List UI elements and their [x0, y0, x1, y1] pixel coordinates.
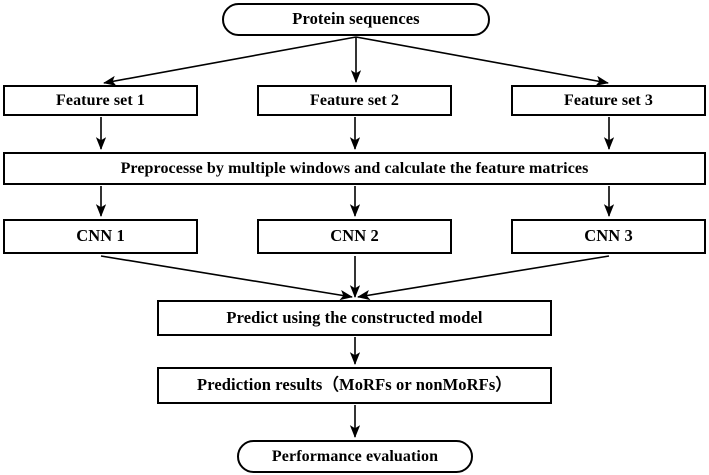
node-protein-sequences[interactable]: Protein sequences	[222, 3, 490, 36]
node-prediction-results-label: Prediction results（MoRFs or nonMoRFs）	[197, 375, 512, 395]
node-cnn-3[interactable]: CNN 3	[511, 219, 706, 254]
edge-cnn1-to-predict	[100, 255, 353, 301]
node-predict-label: Predict using the constructed model	[226, 307, 483, 327]
node-feature-set-1-label: Feature set 1	[56, 91, 145, 109]
node-feature-set-2-label: Feature set 2	[310, 91, 399, 109]
node-feature-set-3-label: Feature set 3	[564, 91, 653, 109]
node-cnn-1[interactable]: CNN 1	[3, 219, 198, 254]
node-predict[interactable]: Predict using the constructed model	[157, 300, 552, 336]
node-performance-evaluation[interactable]: Performance evaluation	[237, 440, 473, 473]
node-feature-set-1[interactable]: Feature set 1	[3, 85, 198, 116]
node-preprocess-label: Preprocesse by multiple windows and calc…	[120, 159, 589, 177]
node-cnn-2[interactable]: CNN 2	[257, 219, 452, 254]
node-prediction-results[interactable]: Prediction results（MoRFs or nonMoRFs）	[157, 367, 552, 404]
edge-protein-to-featureset3	[355, 36, 609, 86]
edge-cnn3-to-predict	[357, 255, 610, 301]
edge-protein-to-featureset1	[103, 36, 357, 86]
node-feature-set-3[interactable]: Feature set 3	[511, 85, 706, 116]
node-protein-sequences-label: Protein sequences	[292, 9, 420, 29]
node-performance-evaluation-label: Performance evaluation	[271, 447, 439, 465]
node-cnn-2-label: CNN 2	[330, 226, 379, 246]
node-preprocess[interactable]: Preprocesse by multiple windows and calc…	[3, 152, 706, 185]
node-feature-set-2[interactable]: Feature set 2	[257, 85, 452, 116]
node-cnn-3-label: CNN 3	[584, 226, 633, 246]
node-cnn-1-label: CNN 1	[76, 226, 125, 246]
